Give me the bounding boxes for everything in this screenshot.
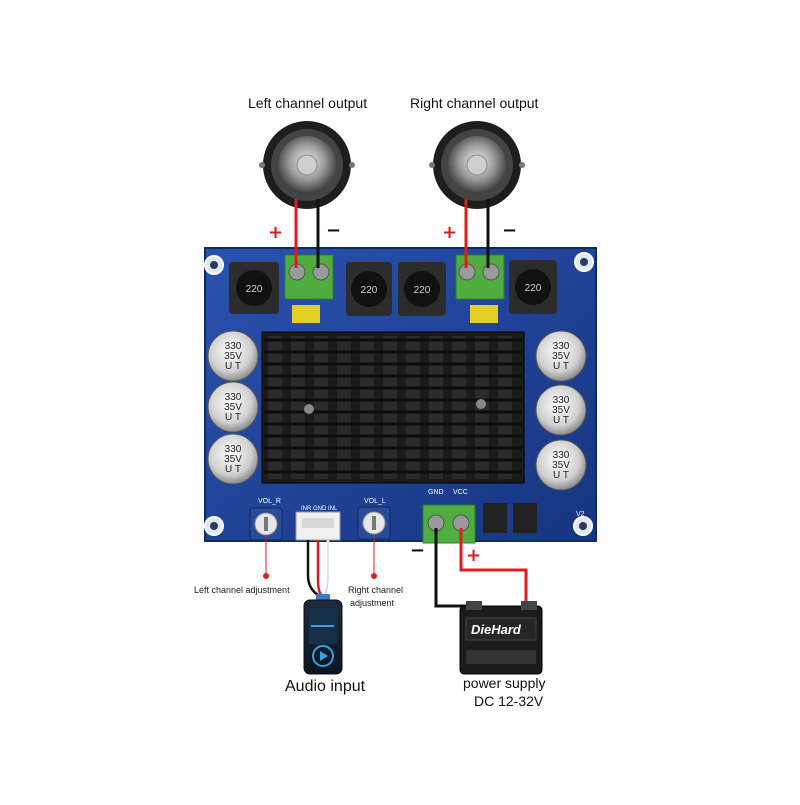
svg-text:35V: 35V — [224, 351, 242, 362]
svg-text:U T: U T — [225, 361, 241, 372]
svg-text:220: 220 — [414, 285, 431, 296]
svg-text:35V: 35V — [224, 402, 242, 413]
svg-text:U T: U T — [225, 464, 241, 475]
svg-text:35V: 35V — [552, 405, 570, 416]
heatsink — [261, 331, 525, 484]
svg-text:330: 330 — [553, 395, 570, 406]
inductor-labels: 220 220 220 220 — [246, 283, 542, 296]
power-supply-voltage-label: DC 12-32V — [474, 693, 544, 709]
right-positive-sign: + — [442, 222, 458, 243]
svg-text:U T: U T — [553, 361, 569, 372]
volume-left-pot — [357, 506, 391, 540]
capacitor-labels: 330 35V U T 330 35V U T 330 35V U T 330 … — [224, 341, 570, 481]
power-positive-sign: + — [466, 545, 482, 566]
right-channel-output-label: Right channel output — [410, 95, 539, 111]
amplifier-board: 330 35V U T 330 35V U T 330 35V U T 330 … — [204, 247, 597, 544]
right-channel-adjustment-label-line2: adjustment — [350, 598, 395, 608]
svg-text:U T: U T — [553, 470, 569, 481]
capacitors-left — [207, 330, 259, 485]
svg-text:330: 330 — [553, 450, 570, 461]
power-negative-sign: − — [410, 540, 426, 561]
svg-text:220: 220 — [525, 283, 542, 294]
svg-text:35V: 35V — [552, 460, 570, 471]
board-silkscreen: VOL_R VOL_L GND VCC INR GND INL V2 — [258, 489, 585, 518]
audio-input-label: Audio input — [285, 678, 366, 695]
svg-text:GND: GND — [428, 489, 444, 496]
svg-text:INR GND INL: INR GND INL — [301, 506, 338, 512]
battery-icon: DieHard — [459, 601, 543, 675]
power-terminal — [422, 504, 476, 544]
right-output-terminal — [455, 254, 505, 300]
svg-text:U T: U T — [553, 415, 569, 426]
capacitors-right — [535, 330, 587, 491]
left-channel-output-label: Left channel output — [248, 95, 368, 111]
audio-player-icon — [303, 594, 343, 675]
mounting-holes — [204, 252, 594, 536]
left-channel-adjustment-label: Left channel adjustment — [194, 585, 290, 595]
svg-text:VOL_R: VOL_R — [258, 498, 281, 505]
audio-input-connector — [295, 511, 341, 541]
volume-right-pot — [249, 507, 283, 541]
left-positive-sign: + — [268, 222, 284, 243]
right-negative-sign: − — [502, 220, 518, 241]
left-speaker — [259, 121, 355, 209]
right-speaker — [429, 121, 525, 209]
svg-text:U T: U T — [225, 412, 241, 423]
svg-text:330: 330 — [225, 392, 242, 403]
left-output-terminal — [284, 254, 334, 300]
power-supply-label: power supply — [463, 675, 546, 691]
inductors — [229, 260, 557, 316]
right-channel-adjustment-label-line1: Right channel — [348, 585, 404, 595]
annotation-lines — [265, 535, 375, 576]
svg-text:330: 330 — [225, 341, 242, 352]
svg-text:220: 220 — [246, 284, 263, 295]
svg-text:35V: 35V — [224, 454, 242, 465]
svg-text:VOL_L: VOL_L — [364, 498, 386, 505]
svg-text:V2: V2 — [576, 511, 585, 518]
svg-text:35V: 35V — [552, 351, 570, 362]
left-negative-sign: − — [326, 220, 342, 241]
svg-text:220: 220 — [361, 285, 378, 296]
svg-text:330: 330 — [225, 444, 242, 455]
svg-text:VCC: VCC — [453, 489, 468, 496]
svg-text:DieHard: DieHard — [471, 622, 522, 637]
svg-text:330: 330 — [553, 341, 570, 352]
